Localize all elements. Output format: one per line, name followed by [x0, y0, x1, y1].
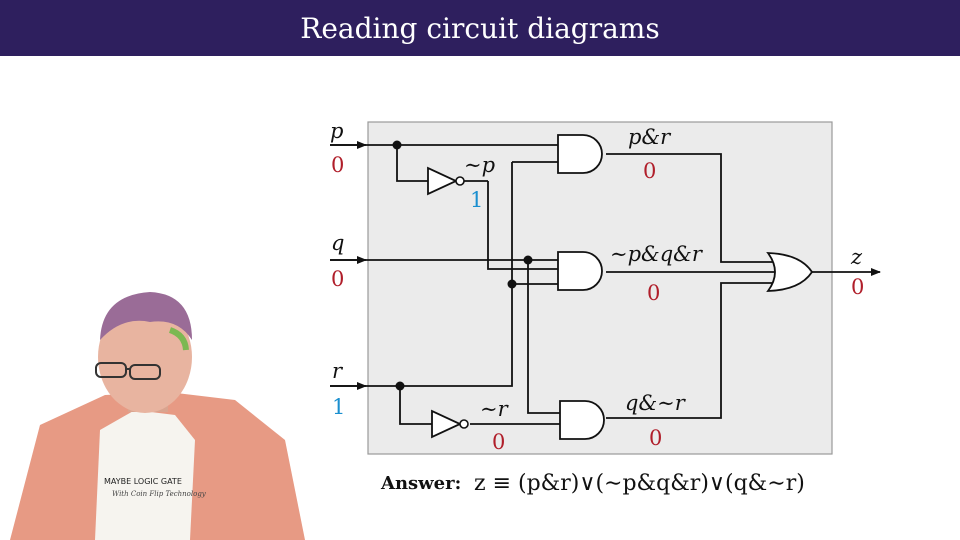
junction-dot	[523, 255, 533, 265]
and1-value: 0	[643, 159, 656, 183]
title-bar: Reading circuit diagrams	[0, 0, 960, 56]
not-gate-r	[431, 409, 469, 439]
junction-dot	[392, 140, 402, 150]
input-value-p: 0	[331, 153, 344, 177]
not-p-value: 1	[470, 188, 483, 212]
and2-value: 0	[647, 281, 660, 305]
shirt-text: MAYBE LOGIC GATE	[104, 477, 182, 486]
not-r-value: 0	[492, 430, 505, 454]
not-p-label: ∼p	[464, 153, 495, 177]
and-gate-2	[557, 251, 603, 291]
answer-expression: z ≡ (p&r)∨(∼p&q&r)∨(q&∼r)	[474, 471, 805, 496]
output-label-z: z	[850, 245, 863, 269]
input-label-r: r	[332, 359, 344, 383]
presenter-figure: MAYBE LOGIC GATE With Coin Flip Technolo…	[10, 292, 305, 540]
circuit-diagram: MAYBE LOGIC GATE With Coin Flip Technolo…	[10, 119, 881, 540]
and3-value: 0	[649, 426, 662, 450]
and-gate-3	[559, 400, 605, 440]
shirt-subtext: With Coin Flip Technology	[112, 490, 207, 498]
and2-label: ∼p&q&r	[610, 242, 704, 266]
and3-label: q&∼r	[625, 391, 687, 415]
answer-label: Answer:	[380, 473, 461, 494]
not-gate-p	[427, 166, 488, 196]
not-r-label: ∼r	[480, 397, 510, 421]
or-gate	[766, 252, 814, 292]
input-label-q: q	[331, 231, 344, 255]
junction-dot	[395, 381, 405, 391]
input-value-q: 0	[331, 267, 344, 291]
junction-dot	[507, 279, 517, 289]
circuit-panel	[367, 121, 833, 455]
input-value-r: 1	[332, 395, 345, 419]
output-value-z: 0	[851, 275, 864, 299]
slide-title: Reading circuit diagrams	[300, 11, 660, 45]
input-label-p: p	[330, 119, 343, 143]
and1-label: p&r	[628, 125, 672, 149]
and-gate-1	[557, 134, 603, 174]
